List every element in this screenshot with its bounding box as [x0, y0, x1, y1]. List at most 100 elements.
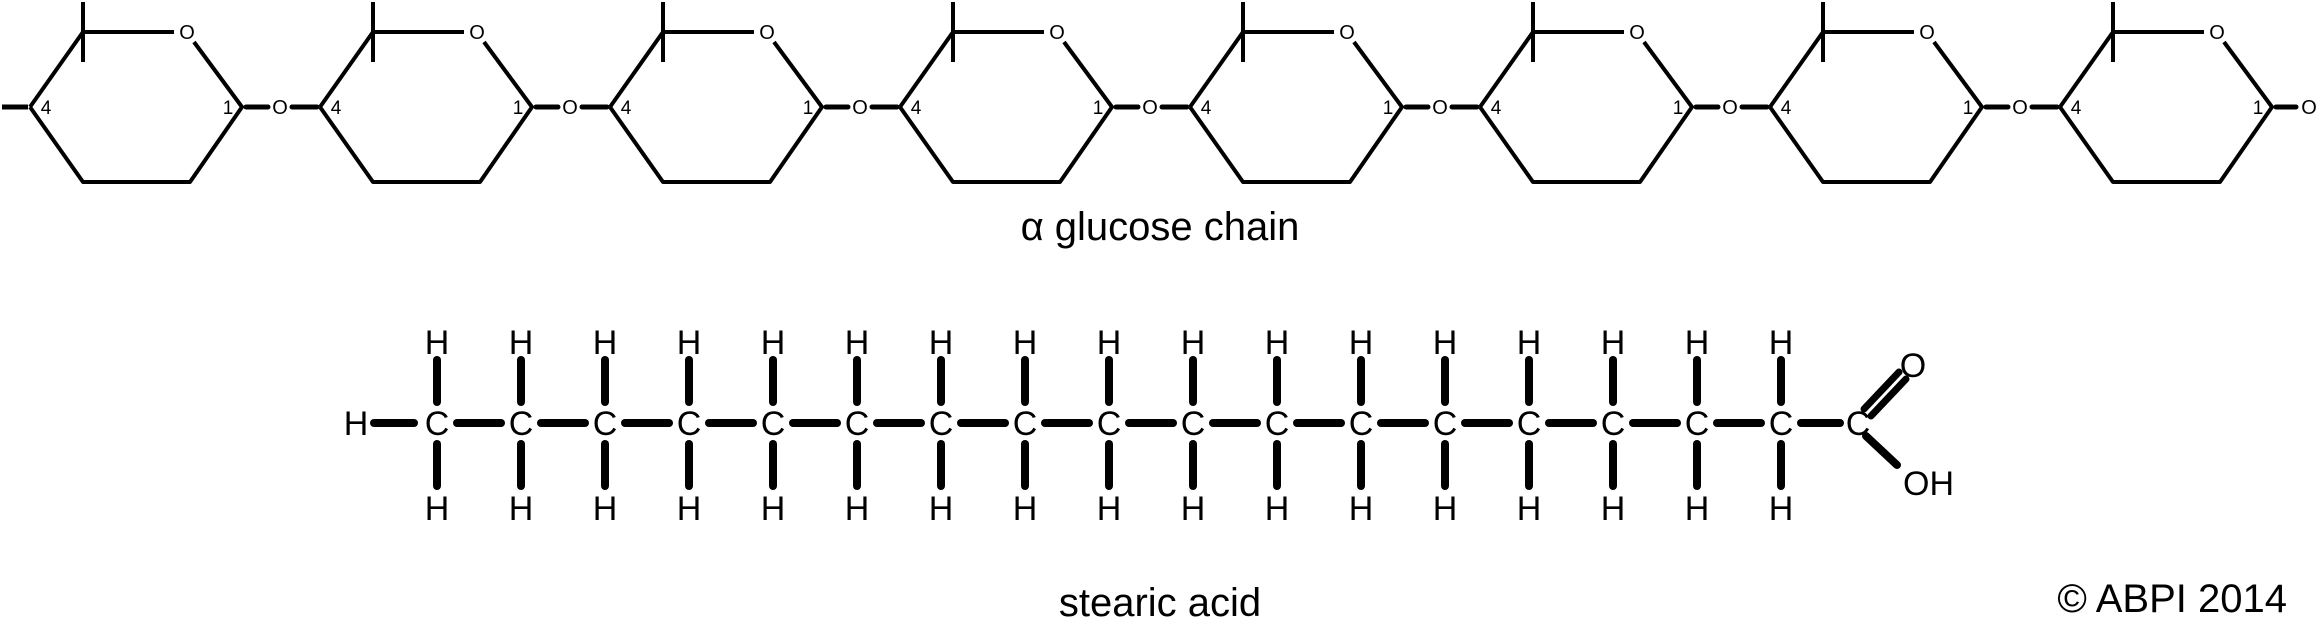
ring-oxygen-label: O — [1339, 22, 1355, 44]
glucose-ring — [898, 30, 1114, 184]
carbon-4-label: 4 — [1491, 98, 1502, 119]
carbon-label: C — [1013, 405, 1038, 443]
glycosidic-oxygen-label: O — [1722, 97, 1738, 119]
glycosidic-oxygen-label: O — [1432, 97, 1448, 119]
carbon-label: C — [1349, 405, 1374, 443]
carbon-label: C — [509, 405, 534, 443]
hydrogen-label-bottom: H — [1181, 490, 1206, 528]
hydrogen-label-top: H — [1685, 324, 1710, 362]
hydrogen-label-bottom: H — [1769, 490, 1794, 528]
hydrogen-label-top: H — [1769, 324, 1794, 362]
carbon-label: C — [677, 405, 702, 443]
copyright-notice: © ABPI 2014 — [2057, 577, 2287, 621]
glycosidic-oxygen-label: O — [1142, 97, 1158, 119]
c-o-double-bond-1 — [1860, 368, 1903, 413]
hydrogen-label-bottom: H — [1097, 490, 1122, 528]
hydrogen-label-bottom: H — [1685, 490, 1710, 528]
carbon-1-label: 1 — [803, 98, 814, 119]
carbon-1-label: 1 — [1093, 98, 1104, 119]
hydrogen-label-top: H — [929, 324, 954, 362]
hydrogen-label-top: H — [1013, 324, 1038, 362]
carbon-label: C — [1097, 405, 1122, 443]
terminal-oxygen-label: O — [2301, 97, 2317, 119]
carbon-4-label: 4 — [621, 98, 632, 119]
carbon-4-label: 4 — [2071, 98, 2082, 119]
glucose-ring — [28, 30, 244, 184]
hydrogen-label-bottom: H — [425, 490, 450, 528]
ring-oxygen-label: O — [759, 22, 775, 44]
hydrogen-label-bottom: H — [929, 490, 954, 528]
carbon-4-label: 4 — [1781, 98, 1792, 119]
ring-oxygen-label: O — [2209, 22, 2225, 44]
carbon-label: C — [425, 405, 450, 443]
carbon-label: C — [1601, 405, 1626, 443]
hydrogen-label-top: H — [845, 324, 870, 362]
hydrogen-label-bottom: H — [1517, 490, 1542, 528]
hydrogen-label-bottom: H — [1433, 490, 1458, 528]
hydrogen-label-top: H — [1265, 324, 1290, 362]
hydrogen-label-top: H — [425, 324, 450, 362]
carbon-label: C — [929, 405, 954, 443]
carbon-label: C — [761, 405, 786, 443]
glycosidic-oxygen-label: O — [562, 97, 578, 119]
carbon-1-label: 1 — [1673, 98, 1684, 119]
carbon-1-label: 1 — [223, 98, 234, 119]
glycosidic-oxygen-label: O — [2012, 97, 2028, 119]
glucose-ring — [2058, 30, 2274, 184]
hydrogen-label-top: H — [1097, 324, 1122, 362]
hydrogen-label-bottom: H — [509, 490, 534, 528]
carbon-label: C — [1685, 405, 1710, 443]
carbon-label: C — [1181, 405, 1206, 443]
hydrogen-label-bottom: H — [845, 490, 870, 528]
hydrogen-label-top: H — [1349, 324, 1374, 362]
hydrogen-label-bottom: H — [593, 490, 618, 528]
hydrogen-label-bottom: H — [761, 490, 786, 528]
carbon-label: C — [1517, 405, 1542, 443]
hydroxyl-label: OH — [1903, 465, 1954, 503]
hydrogen-label-bottom: H — [1349, 490, 1374, 528]
ring-oxygen-label: O — [1049, 22, 1065, 44]
carbon-label: C — [1433, 405, 1458, 443]
carbon-4-label: 4 — [911, 98, 922, 119]
stearic-acid-caption: stearic acid — [1058, 581, 1262, 625]
carbon-label: C — [593, 405, 618, 443]
terminal-hydrogen-label: H — [344, 405, 369, 443]
glycosidic-oxygen-label: O — [852, 97, 868, 119]
ring-oxygen-label: O — [1919, 22, 1935, 44]
glucose-ring — [1478, 30, 1694, 184]
hydrogen-label-bottom: H — [1601, 490, 1626, 528]
carbon-label: C — [845, 405, 870, 443]
hydrogen-label-bottom: H — [1265, 490, 1290, 528]
glycosidic-oxygen-label: O — [272, 97, 288, 119]
carbonyl-oxygen-label: O — [1900, 347, 1926, 385]
carbon-label: C — [1769, 405, 1794, 443]
ring-oxygen-label: O — [469, 22, 485, 44]
hydrogen-label-top: H — [1181, 324, 1206, 362]
glucose-ring — [1768, 30, 1984, 184]
carbon-4-label: 4 — [1201, 98, 1212, 119]
ring-oxygen-label: O — [179, 22, 195, 44]
carbon-4-label: 4 — [331, 98, 342, 119]
carbon-4-label: 4 — [41, 98, 52, 119]
carbon-1-label: 1 — [513, 98, 524, 119]
carbon-1-label: 1 — [2253, 98, 2264, 119]
hydrogen-label-top: H — [1601, 324, 1626, 362]
carbon-1-label: 1 — [1963, 98, 1974, 119]
glucose-ring — [1188, 30, 1404, 184]
c-o-double-bond-2 — [1867, 375, 1910, 420]
hydrogen-label-top: H — [509, 324, 534, 362]
glucose-chain-caption: α glucose chain — [1020, 205, 1300, 249]
glucose-ring — [318, 30, 534, 184]
hydrogen-label-bottom: H — [1013, 490, 1038, 528]
c-oh-bond — [1862, 432, 1901, 469]
hydrogen-label-top: H — [761, 324, 786, 362]
hydrogen-label-bottom: H — [677, 490, 702, 528]
hydrogen-label-top: H — [1433, 324, 1458, 362]
carbon-label: C — [1265, 405, 1290, 443]
hydrogen-label-top: H — [677, 324, 702, 362]
carbon-1-label: 1 — [1383, 98, 1394, 119]
ring-oxygen-label: O — [1629, 22, 1645, 44]
hydrogen-label-top: H — [593, 324, 618, 362]
